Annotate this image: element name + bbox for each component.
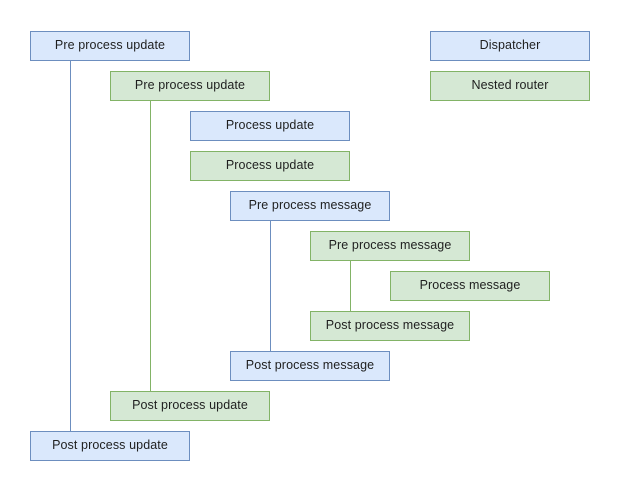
legend-label: Dispatcher	[479, 38, 541, 53]
legend-item-nested-router[interactable]: Nested router	[430, 71, 590, 101]
node-label: Post process message	[245, 358, 375, 373]
node-label: Post process message	[325, 318, 455, 333]
node-process-update-dispatcher[interactable]: Process update	[190, 111, 350, 141]
legend-label: Nested router	[471, 78, 549, 93]
node-label: Pre process message	[248, 198, 372, 213]
node-process-update-router[interactable]: Process update	[190, 151, 350, 181]
node-label: Post process update	[132, 398, 248, 413]
connector-message-router	[350, 261, 351, 311]
node-pre-process-update-dispatcher[interactable]: Pre process update	[30, 31, 190, 61]
connector-outer-router	[150, 101, 151, 391]
node-post-process-message-dispatcher[interactable]: Post process message	[230, 351, 390, 381]
node-label: Pre process message	[328, 238, 452, 253]
node-label: Process message	[419, 278, 521, 293]
node-process-message-router[interactable]: Process message	[390, 271, 550, 301]
node-label: Process update	[225, 118, 315, 133]
node-post-process-update-router[interactable]: Post process update	[110, 391, 270, 421]
node-pre-process-message-router[interactable]: Pre process message	[310, 231, 470, 261]
node-post-process-message-router[interactable]: Post process message	[310, 311, 470, 341]
node-label: Pre process update	[54, 38, 166, 53]
node-pre-process-update-router[interactable]: Pre process update	[110, 71, 270, 101]
node-pre-process-message-dispatcher[interactable]: Pre process message	[230, 191, 390, 221]
node-label: Pre process update	[134, 78, 246, 93]
legend-item-dispatcher[interactable]: Dispatcher	[430, 31, 590, 61]
node-label: Post process update	[52, 438, 168, 453]
node-post-process-update-dispatcher[interactable]: Post process update	[30, 431, 190, 461]
connector-outer-dispatcher	[70, 61, 71, 431]
node-label: Process update	[225, 158, 315, 173]
connector-message-dispatcher	[270, 221, 271, 351]
